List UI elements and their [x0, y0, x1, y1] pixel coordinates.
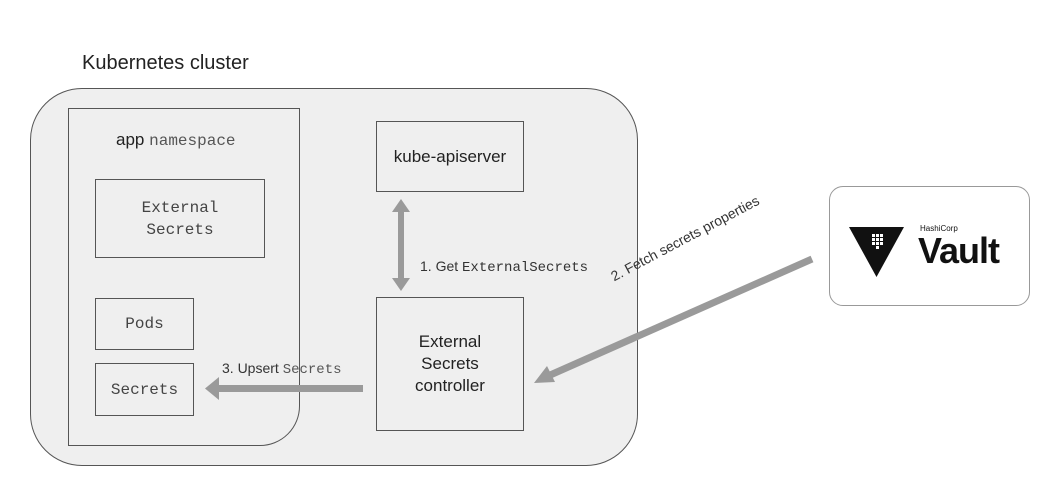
hashicorp-brand-text: HashiCorp	[920, 224, 958, 233]
cluster-title: Kubernetes cluster	[82, 52, 249, 74]
fetch-secrets-arrow	[534, 255, 814, 383]
external-secrets-controller-box: External Secrets controller	[376, 297, 524, 431]
namespace-title-mono: namespace	[149, 132, 236, 150]
get-external-secrets-label: 1. Get ExternalSecrets	[420, 258, 588, 276]
upsert-label-prefix: 3. Upsert	[222, 360, 283, 376]
controller-line1: External	[418, 332, 482, 351]
pods-label: Pods	[125, 315, 164, 333]
external-secrets-line2: Secrets	[146, 220, 214, 239]
external-secrets-line1: External	[141, 198, 219, 217]
pods-box: Pods	[95, 298, 194, 350]
upsert-secrets-arrow	[205, 377, 363, 400]
external-secrets-resource-box: External Secrets	[95, 179, 265, 258]
upsert-label-mono: Secrets	[282, 362, 342, 378]
get-label-mono: ExternalSecrets	[462, 260, 589, 276]
get-label-prefix: 1. Get	[420, 258, 463, 274]
kube-apiserver-box: kube-apiserver	[376, 121, 524, 192]
secrets-label: Secrets	[110, 380, 179, 399]
secrets-box: Secrets	[95, 363, 194, 416]
controller-line2: Secrets	[421, 354, 479, 373]
get-external-secrets-arrow	[392, 199, 410, 291]
vault-triangle-icon	[849, 227, 904, 277]
upsert-secrets-label: 3. Upsert Secrets	[222, 360, 342, 378]
namespace-title: app namespace	[116, 130, 236, 150]
namespace-title-word: app	[116, 130, 145, 149]
kube-apiserver-label: kube-apiserver	[393, 146, 507, 166]
vault-wordmark: Vault	[918, 230, 1000, 271]
controller-line3: controller	[415, 376, 485, 395]
